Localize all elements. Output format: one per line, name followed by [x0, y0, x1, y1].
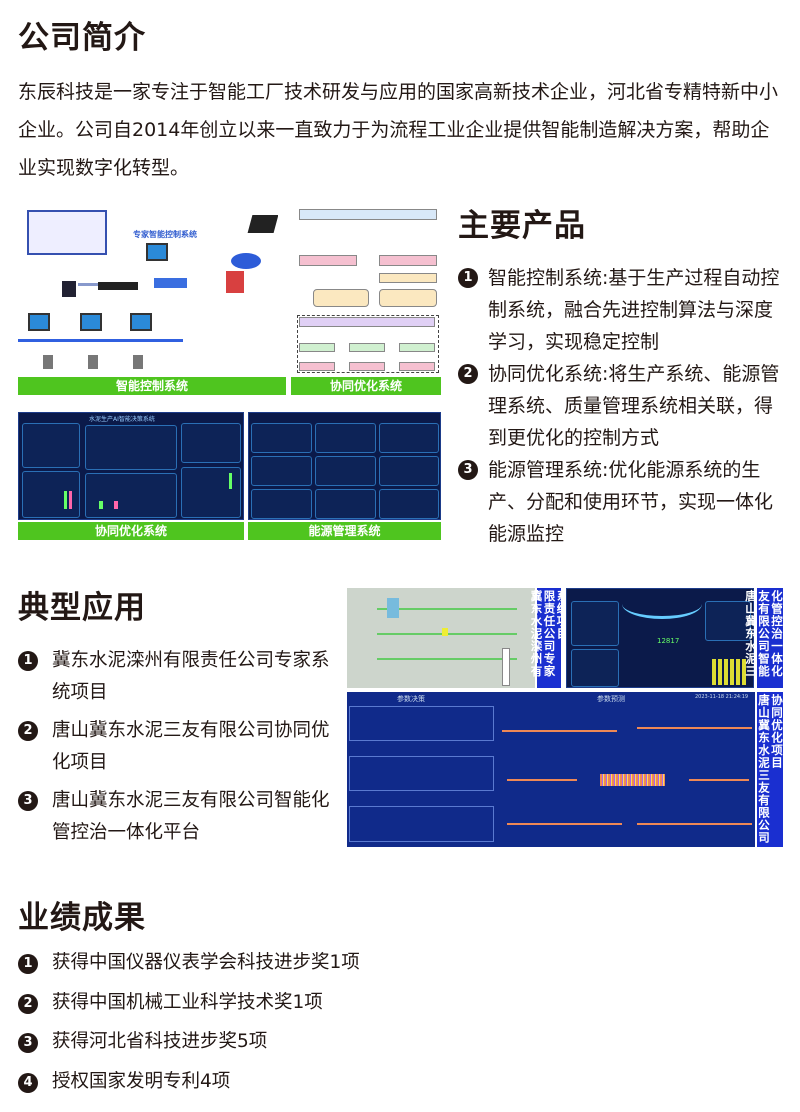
dash-right-title: 参数预测 [597, 695, 625, 703]
firewall-icon [226, 271, 244, 293]
section-title-intro: 公司简介 [18, 20, 146, 56]
cloud-icon [231, 253, 261, 269]
opc-server-icon [62, 281, 76, 297]
product-item: 2 协同优化系统:将生产系统、能源管理系统、质量管理系统相关联，得到更优化的控制方… [458, 358, 788, 454]
caption-energy: 能源管理系统 [248, 522, 441, 540]
application-text: 冀东水泥滦州有限责任公司专家系统项目 [52, 650, 330, 703]
label-sanyou-collab: 唐山冀东水泥三友有限公司协同优化项目 [757, 692, 784, 847]
product-item: 3 能源管理系统:优化能源系统的生产、分配和使用环节，实现一体化能源监控 [458, 454, 788, 550]
ai-decision-dashboard-screenshot: 水泥生产AI智能决策系统 [18, 412, 244, 520]
dash-left-title: 参数决策 [397, 695, 425, 703]
controller-icon [43, 355, 53, 369]
caption-collab-opt: 协同优化系统 [291, 377, 441, 395]
achievement-item: 2 获得中国机械工业科学技术奖1项 [18, 988, 360, 1028]
section-title-products: 主要产品 [458, 208, 586, 244]
caption-smart-control: 智能控制系统 [18, 377, 286, 395]
number-badge: 3 [18, 791, 38, 811]
workstation-icon [28, 313, 50, 331]
application-item: 3 唐山冀东水泥三友有限公司智能化管控治一体化平台 [18, 785, 338, 849]
achievement-item: 3 获得河北省科技进步奖5项 [18, 1027, 360, 1067]
switch-icon [154, 278, 187, 288]
number-badge: 1 [18, 954, 38, 974]
achievement-text: 获得河北省科技进步奖5项 [52, 1031, 268, 1052]
dashboard-title: 水泥生产AI智能决策系统 [89, 416, 155, 423]
achievement-item: 4 授权国家发明专利4项 [18, 1067, 360, 1107]
number-badge: 2 [18, 721, 38, 741]
smart-control-diagram: 专家智能控制系统 [18, 205, 278, 370]
achievement-text: 授权国家发明专利4项 [52, 1070, 231, 1092]
number-badge: 2 [18, 993, 38, 1014]
workstation-icon [130, 313, 152, 331]
workstation-icon [80, 313, 102, 331]
expert-system-hmi-screenshot [347, 588, 535, 688]
product-text: 协同优化系统:将生产系统、能源管理系统、质量管理系统相关联，得到更优化的控制方式 [488, 363, 780, 449]
integrated-platform-screenshot: 12817 [566, 588, 754, 688]
intro-paragraph: 东辰科技是一家专注于智能工厂技术研发与应用的国家高新技术企业，河北省专精特新中小… [18, 81, 779, 179]
number-badge: 3 [458, 460, 478, 480]
expert-system-label: 专家智能控制系统 [133, 230, 197, 239]
number-badge: 2 [458, 364, 478, 384]
application-text: 唐山冀东水泥三友有限公司智能化管控治一体化平台 [52, 790, 330, 843]
number-badge: 3 [18, 1033, 38, 1053]
controller-icon [133, 355, 143, 369]
product-text: 智能控制系统:基于生产过程自动控制系统，融合先进控制算法与深度学习，实现稳定控制 [488, 267, 780, 353]
section-title-applications: 典型应用 [18, 590, 146, 626]
laptop-icon [247, 215, 278, 233]
label-luanzhou-expert: 冀东水泥滦州有限责任公司专家系统项目 [530, 588, 570, 688]
achievement-list: 1 获得中国仪器仪表学会科技进步奖1项 2 获得中国机械工业科学技术奖1项 3 获得河… [18, 948, 360, 1106]
achievement-text: 获得中国机械工业科学技术奖1项 [52, 991, 323, 1013]
controller-icon [88, 355, 98, 369]
network-bus [18, 339, 183, 342]
computer-icon [146, 243, 168, 261]
energy-dashboard-screenshot [248, 412, 441, 520]
product-item: 1 智能控制系统:基于生产过程自动控制系统，融合先进控制算法与深度学习，实现稳定控… [458, 262, 788, 358]
number-badge: 4 [18, 1072, 38, 1093]
label-sanyou-platform: 唐山冀东水泥三友有限公司智能化管控治一体化平台 [744, 588, 797, 688]
application-item: 1 冀东水泥滦州有限责任公司专家系统项目 [18, 645, 338, 709]
dash-time: 2023-11-18 21:24:19 [695, 694, 749, 700]
caption-collab-opt-2: 协同优化系统 [18, 522, 244, 540]
number-badge: 1 [18, 651, 38, 671]
achievement-text: 获得中国仪器仪表学会科技进步奖1项 [52, 952, 360, 973]
application-item: 2 唐山冀东水泥三友有限公司协同优化项目 [18, 715, 338, 779]
expert-module-box [27, 210, 107, 255]
product-text: 能源管理系统:优化能源系统的生产、分配和使用环节，实现一体化能源监控 [488, 459, 774, 545]
collab-architecture-diagram [291, 205, 441, 375]
application-text: 唐山冀东水泥三友有限公司协同优化项目 [52, 720, 330, 773]
parameter-prediction-screenshot: 参数决策 参数预测 2023-11-18 21:24:19 [347, 692, 755, 847]
number-badge: 1 [458, 268, 478, 288]
gateway-icon [98, 282, 138, 290]
achievement-item: 1 获得中国仪器仪表学会科技进步奖1项 [18, 948, 360, 988]
section-title-achievements: 业绩成果 [18, 900, 146, 936]
product-list: 1 智能控制系统:基于生产过程自动控制系统，融合先进控制算法与深度学习，实现稳定控… [458, 262, 788, 550]
